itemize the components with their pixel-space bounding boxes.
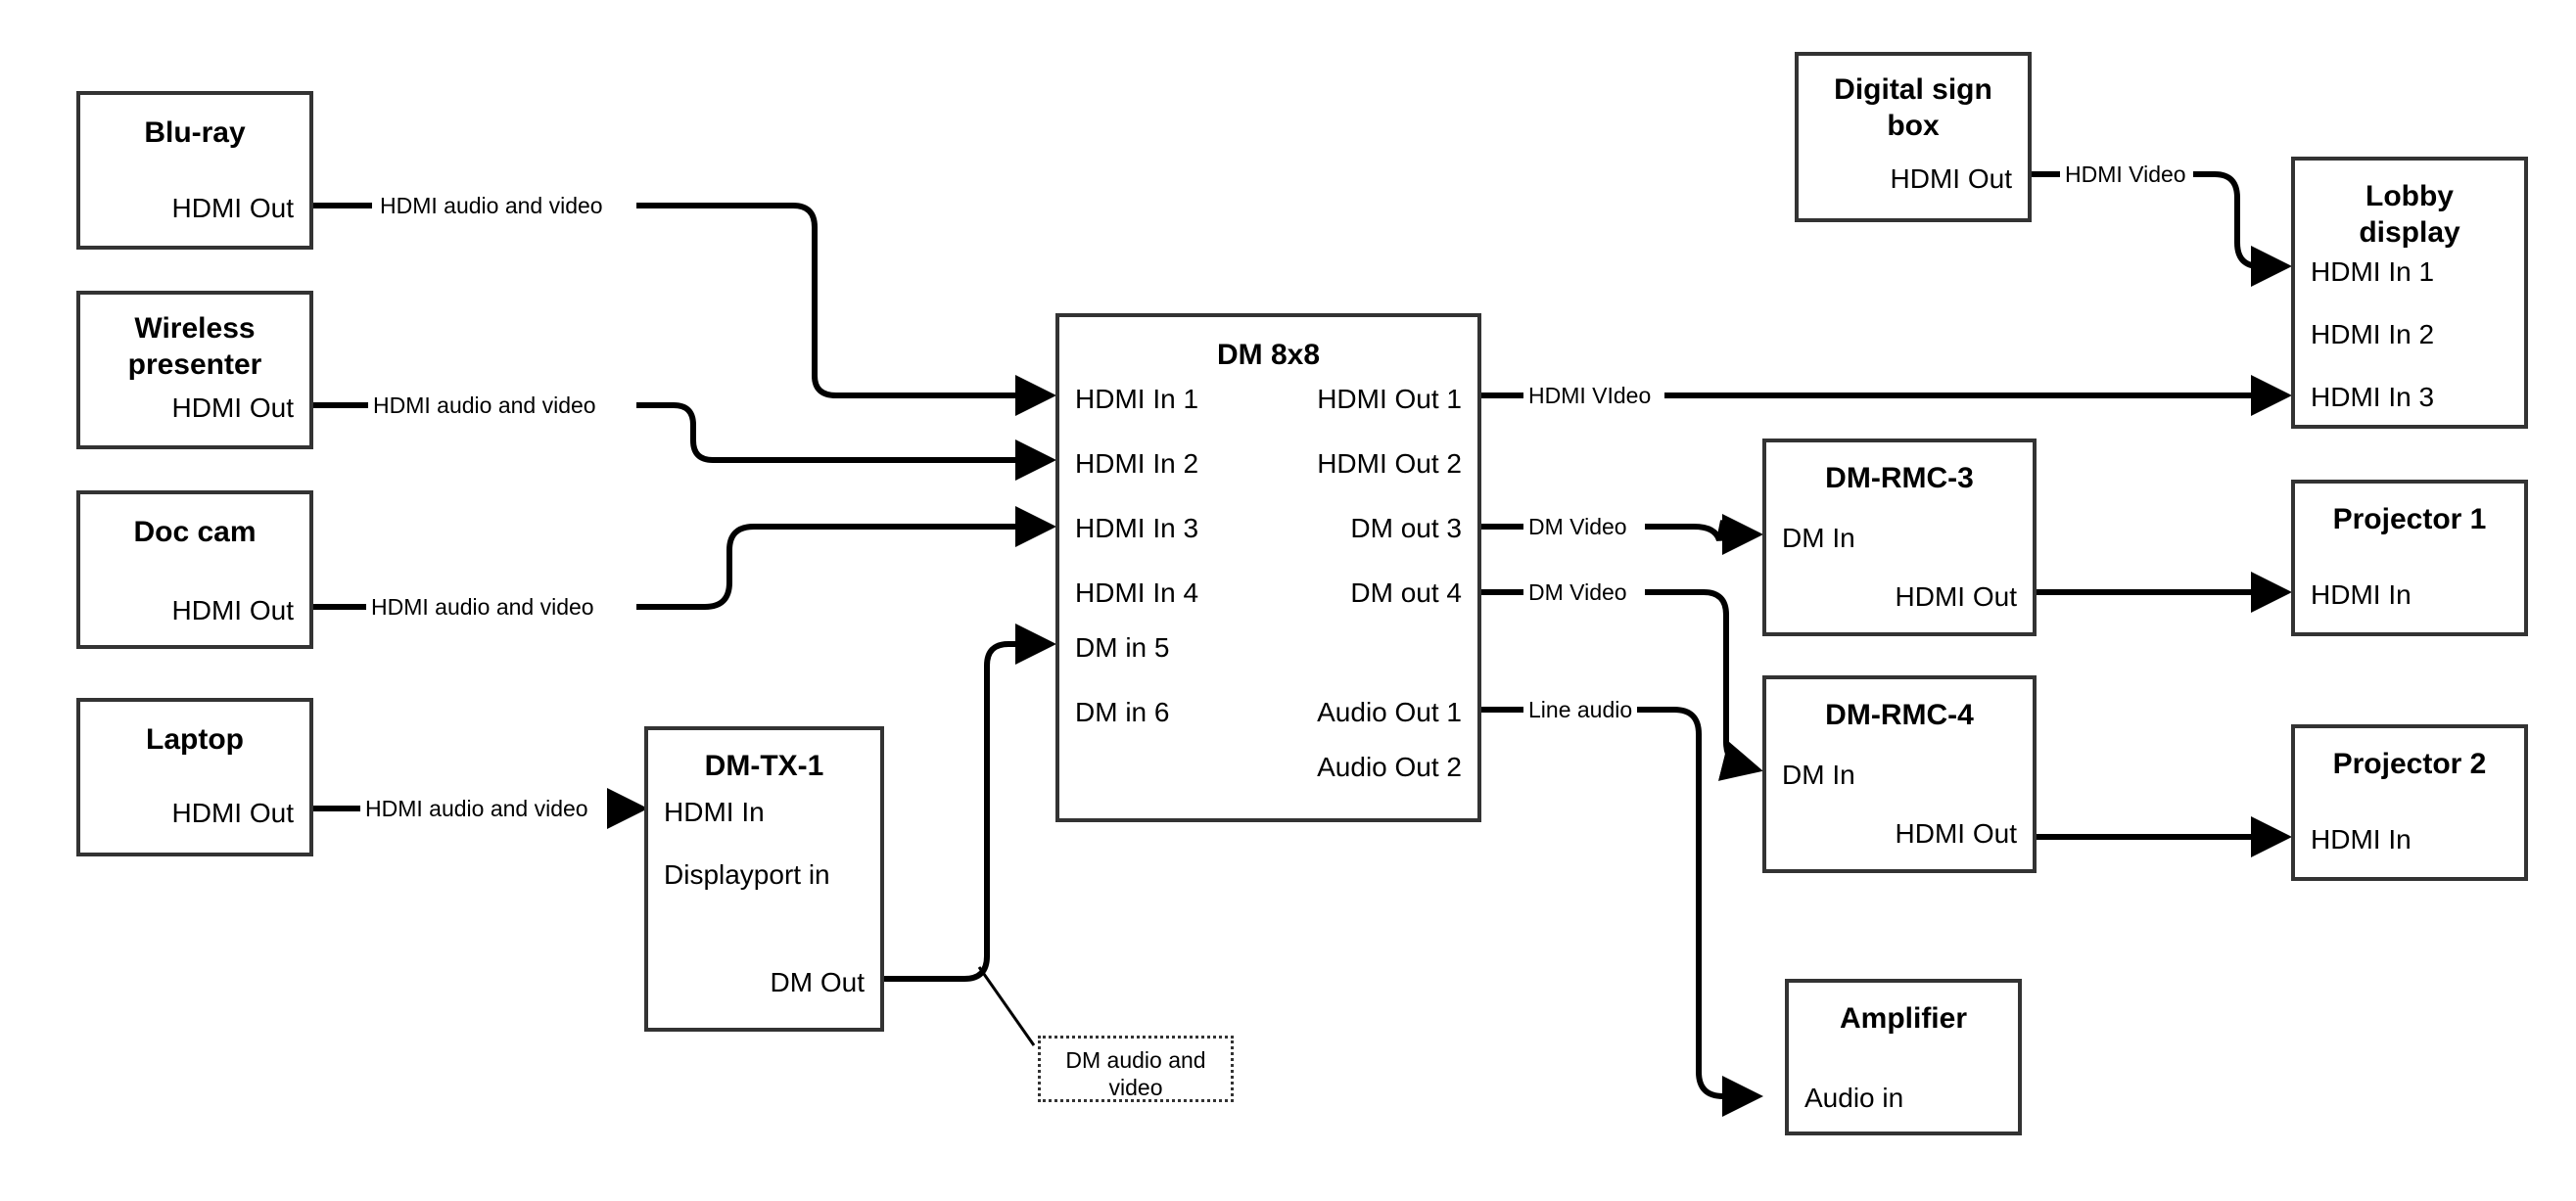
node-dm-rmc-4-port-dm-in[interactable]: DM In: [1782, 760, 1855, 790]
node-digital-sign-box-port-hdmi-out[interactable]: HDMI Out: [1890, 163, 2012, 194]
node-wireless-presenter[interactable]: Wireless presenter HDMI Out: [76, 291, 313, 449]
wire-doccam-to-hdmi-in-3: [313, 527, 1050, 610]
node-dm-rmc-3-port-dm-in[interactable]: DM In: [1782, 523, 1855, 553]
node-dm-8x8-port-dm-in-6[interactable]: DM in 6: [1075, 697, 1170, 727]
node-digital-sign-box[interactable]: Digital sign box HDMI Out: [1795, 52, 2032, 222]
node-projector-2-title: Projector 2: [2332, 748, 2487, 780]
node-dm-8x8-port-audio-out-1[interactable]: Audio Out 1: [1317, 697, 1462, 727]
node-doc-cam[interactable]: Doc cam HDMI Out: [76, 490, 313, 649]
node-projector-1-port-hdmi-in[interactable]: HDMI In: [2311, 579, 2412, 610]
node-laptop-port-hdmi-out[interactable]: HDMI Out: [171, 798, 294, 828]
edge-label-laptop-to-dmtx1: HDMI audio and video: [360, 795, 593, 822]
node-dm-8x8-port-hdmi-in-3[interactable]: HDMI In 3: [1075, 513, 1199, 543]
wire-sign-to-lobby-in-1: [2032, 171, 2285, 266]
node-dm-rmc-3-title: DM-RMC-3: [1825, 462, 1974, 494]
node-projector-1[interactable]: Projector 1 HDMI In: [2291, 480, 2528, 636]
node-lobby-display-port-hdmi-in-2[interactable]: HDMI In 2: [2311, 319, 2435, 349]
edge-label-doccam-to-hdmi-in-3: HDMI audio and video: [366, 593, 599, 621]
node-dm-8x8-port-audio-out-2[interactable]: Audio Out 2: [1317, 752, 1462, 782]
node-dm-rmc-4[interactable]: DM-RMC-4 DM In HDMI Out: [1762, 675, 2037, 873]
leader-line-dm-callout: [977, 966, 1036, 1046]
node-projector-2[interactable]: Projector 2 HDMI In: [2291, 724, 2528, 881]
wire-audio-out-1-to-amplifier: [1481, 707, 1756, 1096]
note-dm-audio-and-video: DM audio and video: [1038, 1036, 1234, 1102]
node-dm-rmc-4-title: DM-RMC-4: [1825, 699, 1974, 731]
node-dm-rmc-3[interactable]: DM-RMC-3 DM In HDMI Out: [1762, 439, 2037, 636]
node-projector-1-title: Projector 1: [2332, 503, 2487, 535]
node-dm-rmc-3-port-hdmi-out[interactable]: HDMI Out: [1895, 581, 2017, 612]
wire-wireless-to-hdmi-in-2: [313, 402, 1050, 460]
node-digital-sign-box-title: Digital sign box: [1834, 73, 1992, 142]
node-dm-8x8-port-hdmi-in-4[interactable]: HDMI In 4: [1075, 577, 1199, 608]
node-dm-tx-1[interactable]: DM-TX-1 HDMI In Displayport in DM Out: [644, 726, 884, 1032]
wire-dm-out-3-to-dmrmc3: [1481, 521, 1756, 540]
node-dm-8x8-port-dm-out-3[interactable]: DM out 3: [1350, 513, 1462, 543]
node-laptop[interactable]: Laptop HDMI Out: [76, 698, 313, 856]
node-wireless-presenter-port-hdmi-out[interactable]: HDMI Out: [171, 393, 294, 423]
node-dm-tx-1-port-hdmi-in[interactable]: HDMI In: [664, 797, 765, 827]
node-projector-2-port-hdmi-in[interactable]: HDMI In: [2311, 824, 2412, 855]
node-lobby-display[interactable]: Lobby display HDMI In 1 HDMI In 2 HDMI I…: [2291, 157, 2528, 429]
node-amplifier-port-audio-in[interactable]: Audio in: [1804, 1083, 1904, 1113]
edge-label-sign-to-lobby-in-1: HDMI Video: [2060, 161, 2191, 188]
node-doc-cam-port-hdmi-out[interactable]: HDMI Out: [171, 595, 294, 625]
node-dm-8x8-port-dm-out-4[interactable]: DM out 4: [1350, 577, 1462, 608]
node-dm-8x8-port-hdmi-out-2[interactable]: HDMI Out 2: [1317, 448, 1462, 479]
node-dm-8x8-port-hdmi-out-1[interactable]: HDMI Out 1: [1317, 384, 1462, 414]
node-laptop-title: Laptop: [146, 723, 244, 756]
node-dm-8x8-title: DM 8x8: [1216, 339, 1321, 371]
node-lobby-display-title: Lobby display: [2359, 180, 2460, 249]
node-amplifier-title: Amplifier: [1839, 1002, 1968, 1035]
node-lobby-display-port-hdmi-in-1[interactable]: HDMI In 1: [2311, 256, 2435, 287]
node-dm-tx-1-title: DM-TX-1: [704, 750, 824, 782]
node-doc-cam-title: Doc cam: [133, 516, 257, 548]
edge-label-wireless-to-hdmi-in-2: HDMI audio and video: [368, 392, 601, 419]
node-dm-8x8-port-dm-in-5[interactable]: DM in 5: [1075, 632, 1170, 663]
node-dm-tx-1-port-displayport-in[interactable]: Displayport in: [664, 859, 830, 890]
edge-label-audio-out-1-to-amplifier: Line audio: [1523, 696, 1638, 723]
edge-label-hdmi-out-1-to-lobby: HDMI VIdeo: [1523, 382, 1657, 409]
node-dm-tx-1-port-dm-out[interactable]: DM Out: [770, 967, 865, 997]
node-dm-8x8[interactable]: DM 8x8 HDMI In 1 HDMI In 2 HDMI In 3 HDM…: [1055, 313, 1481, 822]
node-amplifier[interactable]: Amplifier Audio in: [1785, 979, 2022, 1135]
node-bluray-title: Blu-ray: [144, 116, 246, 149]
wire-bluray-to-hdmi-in-1: [313, 203, 1050, 395]
wire-dmtx1-to-dm-in-5: [884, 624, 1056, 982]
node-bluray-port-hdmi-out[interactable]: HDMI Out: [171, 193, 294, 223]
node-lobby-display-port-hdmi-in-3[interactable]: HDMI In 3: [2311, 382, 2435, 412]
node-wireless-presenter-title: Wireless presenter: [127, 312, 262, 381]
node-dm-rmc-4-port-hdmi-out[interactable]: HDMI Out: [1895, 818, 2017, 849]
edge-label-dm-out-3-to-dmrmc3: DM Video: [1523, 513, 1632, 540]
edge-label-bluray-to-hdmi-in-1: HDMI audio and video: [375, 192, 608, 219]
wire-dm-out-4-to-dmrmc4: [1481, 589, 1756, 769]
edge-label-dm-out-4-to-dmrmc4: DM Video: [1523, 578, 1632, 606]
node-bluray[interactable]: Blu-ray HDMI Out: [76, 91, 313, 250]
node-dm-8x8-port-hdmi-in-2[interactable]: HDMI In 2: [1075, 448, 1199, 479]
node-dm-8x8-port-hdmi-in-1[interactable]: HDMI In 1: [1075, 384, 1199, 414]
